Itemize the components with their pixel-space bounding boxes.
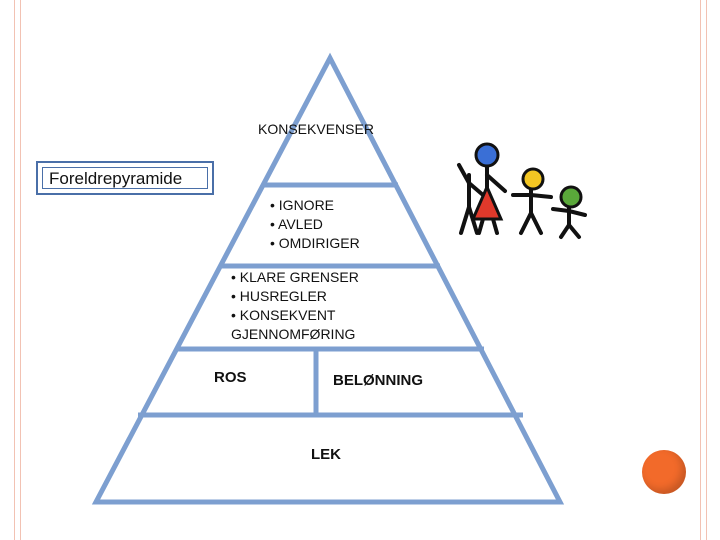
level-second-list: • IGNORE • AVLED • OMDIRIGER	[270, 196, 360, 253]
pyramid-title: Foreldrepyramide	[42, 167, 208, 189]
list-item: • HUSREGLER	[231, 288, 327, 304]
list-item: • KONSEKVENT	[231, 307, 336, 323]
frame-line-right	[700, 0, 701, 540]
list-item: • OMDIRIGER	[270, 235, 360, 251]
frame-line-right-inner	[706, 0, 707, 540]
list-item: • AVLED	[270, 216, 323, 232]
level-base-label: LEK	[311, 446, 341, 463]
list-item: GJENNOMFØRING	[231, 326, 356, 342]
level-top-label: KONSEKVENSER	[258, 121, 374, 137]
family-illustration	[457, 142, 587, 239]
orange-circle-decoration	[642, 450, 686, 494]
level-fourth-left-label: ROS	[214, 369, 247, 386]
pyramid-outline	[91, 52, 565, 505]
level-fourth-right-label: BELØNNING	[333, 372, 423, 389]
list-item: • IGNORE	[270, 197, 335, 213]
frame-line-left-inner	[20, 0, 21, 540]
list-item: • KLARE GRENSER	[231, 269, 359, 285]
pyramid-title-box: Foreldrepyramide	[36, 161, 214, 195]
level-third-list: • KLARE GRENSER • HUSREGLER • KONSEKVENT…	[231, 268, 359, 344]
frame-line-left	[14, 0, 15, 540]
